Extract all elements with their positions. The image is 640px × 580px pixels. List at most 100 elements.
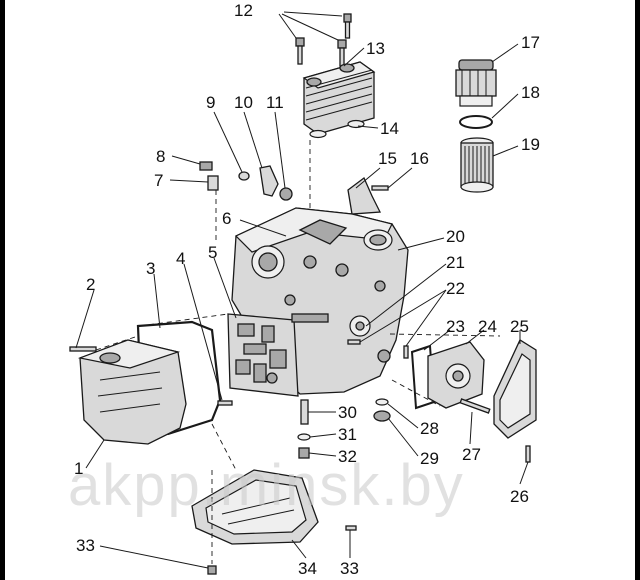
bolt-4 — [217, 400, 233, 406]
leader-29 — [387, 417, 419, 457]
seal-11 — [279, 187, 293, 201]
leader-19 — [492, 145, 519, 157]
leader-20 — [397, 237, 445, 251]
callout-13: 13 — [366, 39, 385, 58]
callout-17: 17 — [521, 33, 540, 52]
callout-22: 22 — [446, 279, 465, 298]
leader-24 — [465, 329, 485, 345]
leader-34 — [291, 539, 307, 559]
oil-cooler-13 — [302, 61, 376, 135]
leader-14 — [357, 125, 379, 129]
callout-2: 2 — [86, 275, 95, 294]
bolt-26 — [525, 445, 531, 463]
leader-21 — [365, 263, 447, 327]
leader-15 — [355, 167, 381, 189]
leader-33a — [99, 545, 209, 569]
bracket-10 — [259, 165, 279, 197]
leader-17 — [491, 43, 519, 63]
callout-29: 29 — [420, 449, 439, 468]
leader-28 — [387, 403, 419, 429]
callout-3: 3 — [146, 259, 155, 278]
pin-22-a — [347, 339, 361, 345]
leader-12b — [281, 13, 339, 41]
callout-20: 20 — [446, 227, 465, 246]
leader-18 — [491, 93, 519, 119]
leader-22a — [359, 289, 447, 343]
stud-30 — [300, 399, 309, 425]
pump-24 — [427, 341, 485, 409]
callout-9: 9 — [206, 93, 215, 112]
leader-31 — [309, 433, 337, 438]
bolt-16 — [371, 185, 389, 191]
callout-33-left: 33 — [76, 536, 95, 555]
callout-34: 34 — [298, 559, 317, 578]
assembly-line-bolt2 — [95, 335, 139, 351]
washer-31 — [297, 433, 311, 441]
pin-22-b — [403, 345, 409, 359]
callout-24: 24 — [478, 317, 497, 336]
callout-11: 11 — [266, 93, 284, 112]
leader-8 — [171, 155, 201, 165]
leader-4 — [183, 263, 223, 401]
callout-33-right: 33 — [340, 559, 359, 578]
callout-1: 1 — [74, 459, 83, 478]
bolt-27 — [459, 398, 491, 414]
leader-22b — [405, 289, 447, 347]
callout-10: 10 — [234, 93, 253, 112]
leader-27 — [469, 411, 473, 445]
cover-25 — [493, 339, 537, 439]
bracket-15 — [347, 176, 382, 215]
callout-15: 15 — [378, 149, 397, 168]
bolt-12-top — [343, 13, 352, 39]
leader-1 — [85, 439, 105, 469]
leader-7 — [169, 179, 209, 183]
callout-12: 12 — [234, 1, 253, 20]
leader-16 — [387, 167, 413, 189]
callout-4: 4 — [176, 249, 185, 268]
leader-13 — [343, 47, 365, 67]
callout-19: 19 — [521, 135, 540, 154]
valve-body-5 — [227, 313, 299, 397]
callout-30: 30 — [338, 403, 357, 422]
filter-cap-17 — [455, 59, 497, 107]
callout-16: 16 — [410, 149, 429, 168]
seal-28 — [375, 398, 389, 406]
solenoid — [291, 313, 329, 323]
oil-pan-1 — [77, 339, 187, 445]
callout-8: 8 — [156, 147, 165, 166]
assembly-line-pump — [391, 379, 441, 407]
bolt-12-right — [337, 39, 347, 67]
leader-12c — [283, 11, 343, 17]
assembly-line-gasket — [139, 313, 229, 327]
leader-3 — [153, 273, 161, 329]
leader-26 — [519, 461, 529, 485]
callout-27: 27 — [462, 445, 481, 464]
leader-11 — [274, 111, 286, 189]
screw-33-left — [207, 565, 217, 575]
leader-6 — [239, 219, 287, 237]
callout-7: 7 — [154, 171, 163, 190]
callout-21: 21 — [446, 253, 465, 272]
callout-26: 26 — [510, 487, 529, 506]
plug-8 — [199, 161, 213, 171]
callout-31: 31 — [338, 425, 357, 444]
leader-2 — [75, 289, 95, 349]
callout-5: 5 — [208, 243, 217, 262]
sensor-7 — [207, 175, 219, 191]
assembly-line-cover — [389, 333, 501, 337]
leader-5 — [213, 257, 237, 319]
bolt-2 — [69, 346, 97, 352]
filter-element-19 — [460, 137, 494, 193]
watermark: akpp.minsk.by — [68, 453, 465, 518]
callout-32: 32 — [338, 447, 357, 466]
leader-23 — [423, 329, 451, 351]
leader-32 — [308, 452, 337, 457]
plug-29 — [373, 410, 391, 422]
o-ring-18 — [459, 115, 493, 129]
lower-cover-34 — [191, 469, 319, 545]
callout-25: 25 — [510, 317, 529, 336]
leader-12a — [278, 13, 297, 39]
screw-33-right — [345, 525, 357, 531]
